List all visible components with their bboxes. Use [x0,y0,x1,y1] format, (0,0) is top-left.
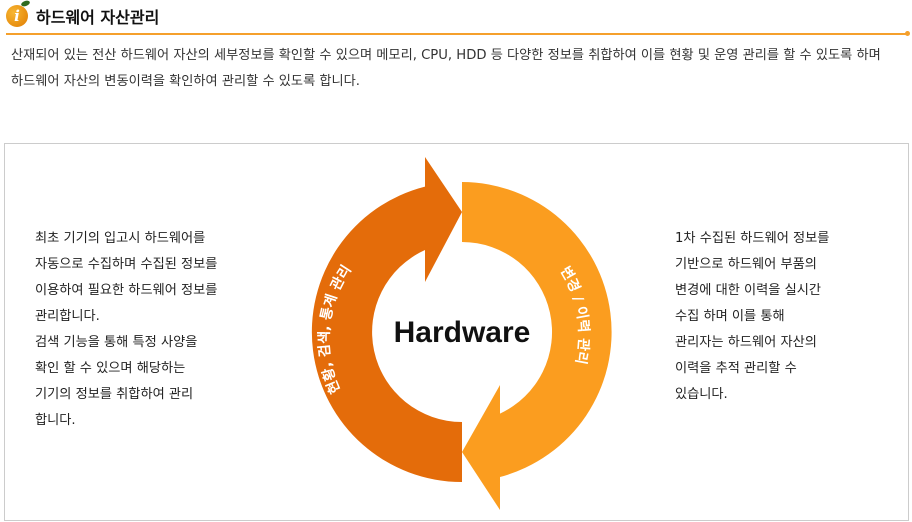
left-description: 최초 기기의 입고시 하드웨어를 자동으로 수집하며 수집된 정보를 이용하여 … [35,231,218,428]
section-header: i 하드웨어 자산관리 [6,4,159,28]
right-cycle-arrow [462,182,612,510]
description: 산재되어 있는 전산 하드웨어 자산의 세부정보를 확인할 수 있으며 메모리,… [11,48,881,89]
page-title: 하드웨어 자산관리 [36,8,160,27]
divider-dot [905,31,910,36]
right-description: 1차 수집된 하드웨어 정보를 기반으로 하드웨어 부품의 변경에 대한 이력을… [675,231,830,402]
center-label: Hardware [394,316,531,349]
info-orange-icon: i [6,5,28,27]
left-cycle-arrow [311,157,462,483]
diagram-panel [4,143,909,521]
header-divider [6,33,906,35]
